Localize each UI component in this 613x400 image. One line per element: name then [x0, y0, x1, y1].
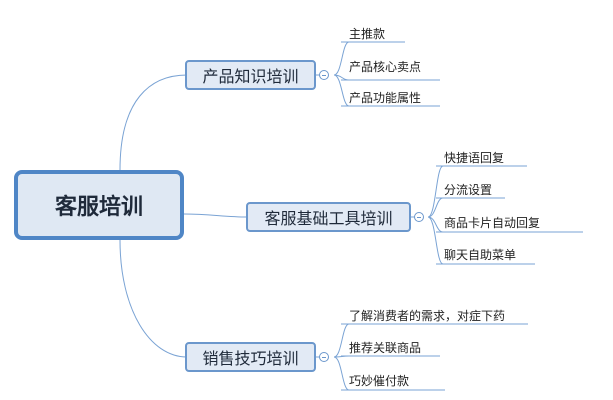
branch-label: 客服基础工具培训	[264, 209, 393, 228]
leaf-item[interactable]: 推荐关联商品	[349, 341, 422, 355]
root-node[interactable]: 客服培训	[14, 170, 184, 240]
branch-sales-skills[interactable]: 销售技巧培训	[185, 342, 316, 372]
branch-basic-tools[interactable]: 客服基础工具培训	[246, 202, 411, 232]
collapse-toggle-icon[interactable]	[319, 352, 329, 362]
leaf-item[interactable]: 主推款	[349, 27, 386, 41]
leaf-item[interactable]: 产品功能属性	[349, 91, 422, 105]
root-label: 客服培训	[54, 195, 143, 220]
branch-label: 产品知识培训	[202, 67, 299, 86]
collapse-toggle-icon[interactable]	[319, 70, 329, 80]
leaf-item[interactable]: 快捷语回复	[444, 151, 505, 165]
collapse-toggle-icon[interactable]	[414, 212, 424, 222]
branch-label: 销售技巧培训	[202, 349, 299, 368]
connector-root-branch-1	[119, 74, 188, 171]
leaf-item[interactable]: 分流设置	[444, 183, 493, 197]
leaf-item[interactable]: 聊天自助菜单	[444, 248, 517, 262]
leaf-item[interactable]: 产品核心卖点	[349, 60, 422, 74]
branch-product-knowledge[interactable]: 产品知识培训	[185, 60, 316, 90]
connector-root-branch-2	[183, 213, 248, 218]
connector-root-branch-3	[119, 239, 188, 358]
leaf-item[interactable]: 了解消费者的需求，对症下药	[349, 309, 506, 323]
leaf-item[interactable]: 巧妙催付款	[349, 374, 410, 388]
leaf-item[interactable]: 商品卡片自动回复	[444, 216, 541, 230]
